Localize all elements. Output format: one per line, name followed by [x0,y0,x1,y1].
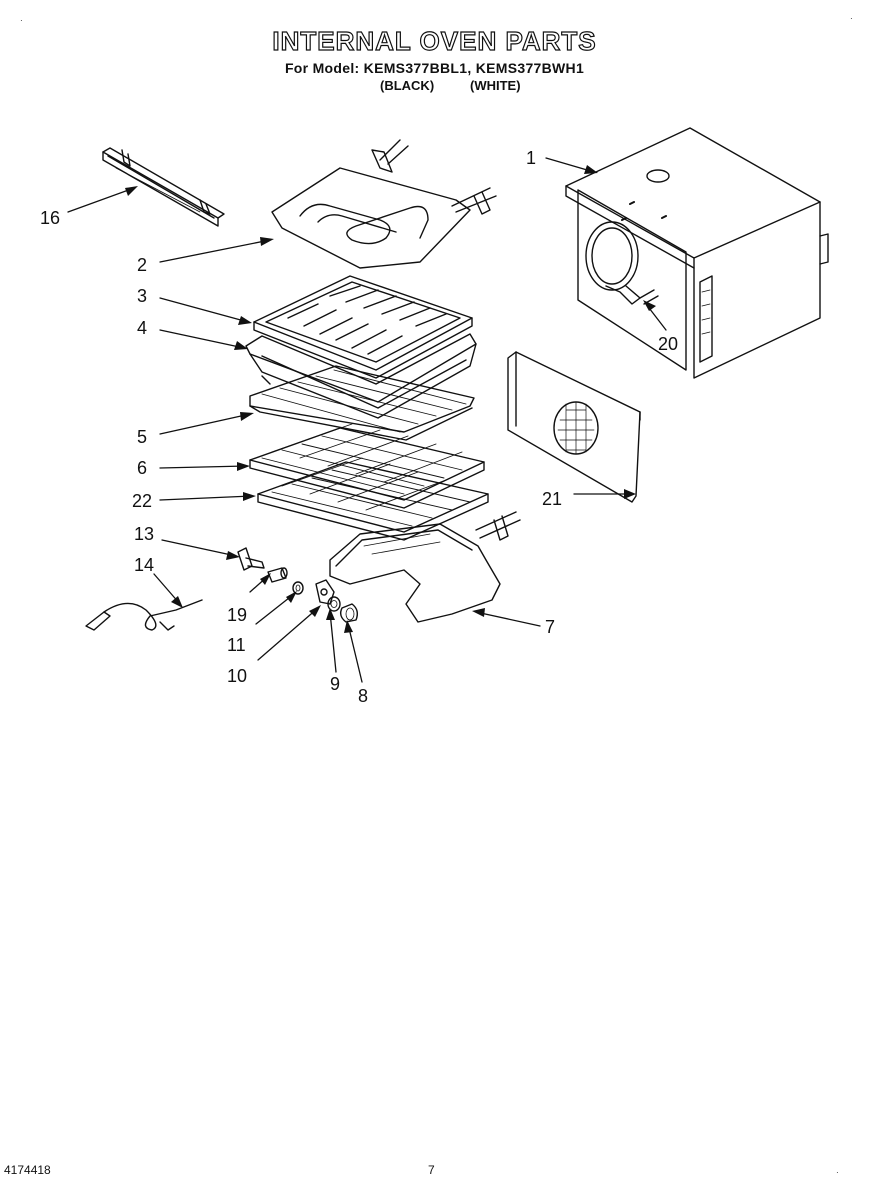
part-bake-element-drawing [329,511,521,623]
part-oven-rack-lower-drawing [257,457,489,541]
leader-5 [159,413,251,435]
document-number: 4174418 [4,1163,51,1177]
callout-6: 6 [137,458,147,478]
page-title: INTERNAL OVEN PARTS [272,25,597,56]
leader-2 [159,239,271,263]
part-fan-baffle-drawing [507,351,641,503]
leader-16 [67,187,135,213]
leader-7 [475,611,541,627]
part-lamp-socket-drawing [327,596,341,612]
part-sensor-sleeve-drawing [267,567,288,583]
callout-21: 21 [542,489,562,509]
leader-3 [159,297,249,323]
callout-1: 1 [526,148,536,168]
arrow-heads [125,165,656,633]
part-oven-rack-middle-drawing [249,423,485,509]
part-broiler-pan-drawing [245,333,477,419]
scan-speck: · [20,16,23,25]
leader-4 [159,329,245,349]
leader-22 [159,495,253,501]
callout-labels: 1 2 3 4 5 6 22 7 8 9 10 11 13 14 16 19 2… [40,148,678,706]
leader-10 [257,607,319,661]
callout-14: 14 [134,555,154,575]
callout-13: 13 [134,524,154,544]
callout-7: 7 [545,617,555,637]
leader-8 [347,623,363,683]
part-rack-support-drawing [102,147,225,227]
leader-9 [329,611,337,673]
part-convection-element-drawing [585,221,659,305]
callout-4: 4 [137,318,147,338]
part-oven-rack-upper-drawing [249,365,475,441]
part-lamp-lens-drawing [339,603,359,623]
scan-speck: · [836,1168,839,1177]
variant-white-label: (WHITE) [470,78,521,93]
part-broil-element-drawing [271,139,497,269]
callout-2: 2 [137,255,147,275]
part-oven-cavity-drawing [565,127,829,379]
callout-11: 11 [227,635,246,655]
scan-speck: · [850,14,853,23]
leader-11 [255,593,295,625]
callout-16: 16 [40,208,60,228]
callout-3: 3 [137,286,147,306]
callout-10: 10 [227,666,247,686]
leader-6 [159,465,247,469]
variant-black-label: (BLACK) [380,78,435,93]
part-temperature-probe-drawing [85,599,203,631]
part-lamp-receptacle-drawing [315,579,335,605]
callout-22: 22 [132,491,152,511]
callout-5: 5 [137,427,147,447]
callout-8: 8 [358,686,368,706]
part-broiler-pan-grid-drawing [253,275,473,379]
callout-9: 9 [330,674,340,694]
leader-13 [161,539,237,557]
callout-19: 19 [227,605,247,625]
part-sensor-bracket-drawing [237,547,265,571]
page-number: 7 [428,1163,435,1177]
callout-20: 20 [658,334,678,354]
part-lamp-gasket-drawing [292,581,304,595]
model-subtitle: For Model: KEMS377BBL1, KEMS377BWH1 [284,60,585,76]
